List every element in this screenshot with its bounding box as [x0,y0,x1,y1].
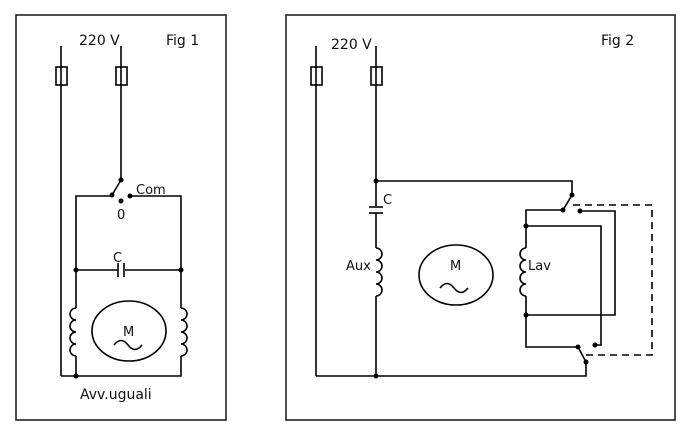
fig1-capacitor-icon [117,263,125,277]
figure-2: 220 V Fig 2 C Aux M [285,14,676,421]
fig2-motor-label: M [450,259,461,274]
fig2-motor-icon [418,244,494,306]
fig2-mechanical-link [573,204,653,356]
fig2-fuse-right-icon [370,66,383,86]
fig2-upper-switch-icon [560,192,583,214]
fig1-left-branch [75,195,112,376]
fig1-fuse-right-icon [115,66,128,86]
fig2-lav-inner-loop [526,225,602,346]
figure-1-frame [15,14,227,421]
fig1-left-coil-icon [69,307,80,357]
fig1-switch-icon [109,177,133,204]
fig2-fuse-left-icon [310,66,323,86]
fig1-supply-label: 220 V [79,33,120,49]
figure-2-frame [285,14,676,421]
fig1-title: Fig 1 [166,33,199,49]
fig2-bottom-wire [316,362,587,377]
fig1-right-coil-icon [177,307,188,357]
fig2-title: Fig 2 [601,33,634,49]
fig2-junction [523,312,529,318]
fig2-lav-label: Lav [528,259,551,274]
fig1-junction [73,267,79,273]
fig1-switch-com-label: Com [136,183,166,198]
fig1-caption: Avv.uguali [80,387,152,403]
fig2-supply-label: 220 V [331,37,372,53]
fig2-capacitor-icon [369,206,383,214]
fig1-switch-off-label: 0 [117,208,125,223]
fig1-motor-icon [91,300,167,362]
fig1-junction [178,267,184,273]
fig2-lav-coil-icon [519,247,530,297]
fig1-capacitor-label: C [113,251,122,266]
fig2-capacitor-label: C [383,193,392,208]
fig1-junction [73,373,79,379]
fig1-fuse-left-icon [55,66,68,86]
fig2-junction [523,223,529,229]
figure-1: 220 V Fig 1 Com 0 C [15,14,227,421]
fig1-motor-label: M [123,325,134,340]
fig1-right-branch [61,195,182,377]
fig2-aux-label: Aux [346,259,371,274]
fig2-top-wire [376,180,573,195]
fig2-aux-coil-icon [372,247,383,297]
fig2-lav-left-loop [525,209,578,348]
fig2-lower-switch-icon [575,342,598,365]
fig2-lav-right-loop [526,210,616,316]
